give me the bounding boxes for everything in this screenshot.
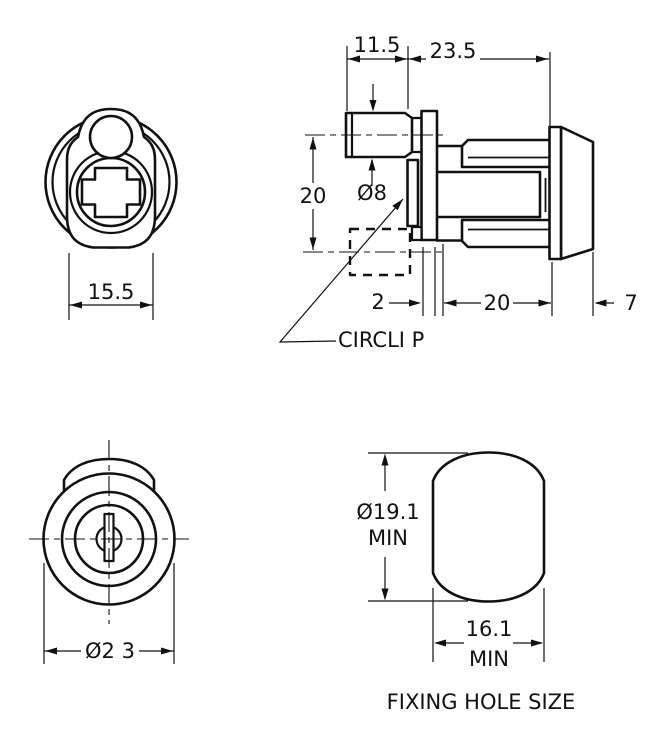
side-bottom-rib (460, 218, 552, 249)
rear-width-label: 15.5 (88, 280, 135, 304)
rear-extension-lines (68, 253, 154, 320)
side-cam-plate (420, 109, 439, 242)
fixing-hole-height-min-label: MIN (368, 526, 408, 550)
rear-cross-hole (80, 166, 142, 219)
side-view: 11.5 23.5 Ø8 20 2 20 7 CIRCLI P (278, 33, 638, 352)
front-diameter-label: Ø2 3 (85, 639, 135, 663)
rear-view: 15.5 (44, 107, 178, 320)
side-pin-diameter-label: Ø8 (357, 181, 387, 205)
fixing-hole-shape (431, 451, 546, 603)
rear-pin-circle (88, 114, 134, 160)
side-core-cylinder (435, 170, 542, 219)
fixing-hole-width-label: 16.1 (466, 617, 513, 641)
side-head-depth-label: 7 (624, 291, 637, 315)
front-extension-lines (43, 563, 175, 664)
side-dim-20-left-textbg (299, 183, 327, 209)
side-circlip (406, 158, 420, 228)
side-head-cone (559, 125, 595, 261)
side-pin-length-label: 11.5 (354, 33, 401, 57)
fixing-hole-caption: FIXING HOLE SIZE (387, 690, 576, 714)
side-head-flange (548, 125, 563, 261)
side-offset-label: 20 (300, 184, 327, 208)
side-neck-lines (435, 144, 464, 242)
side-dim-20-bottom-textbg (481, 290, 513, 316)
side-body-length-label: 23.5 (430, 39, 477, 63)
fixing-hole-height-label: Ø19.1 (356, 500, 419, 524)
fixing-hole-view: Ø19.1 MIN 16.1 MIN FIXING HOLE SIZE (356, 451, 576, 714)
front-view: Ø2 3 (29, 440, 189, 664)
side-cam-alt-position-dashed (348, 227, 412, 277)
side-dim-23-5-textbg (426, 39, 480, 63)
side-circlip-leader (278, 198, 404, 343)
side-barrel-length-label: 20 (484, 291, 511, 315)
side-top-rib (460, 138, 552, 169)
side-cam-plate-foot (410, 225, 423, 242)
side-extension-lines (346, 46, 594, 316)
fixing-hole-extension-lines (368, 452, 545, 662)
front-centerlines (29, 440, 189, 624)
side-circlip-label: CIRCLI P (338, 328, 424, 352)
fixing-hole-width-min-label: MIN (469, 647, 509, 671)
side-groove-label: 2 (371, 290, 384, 314)
front-dim-textbg (81, 637, 139, 663)
